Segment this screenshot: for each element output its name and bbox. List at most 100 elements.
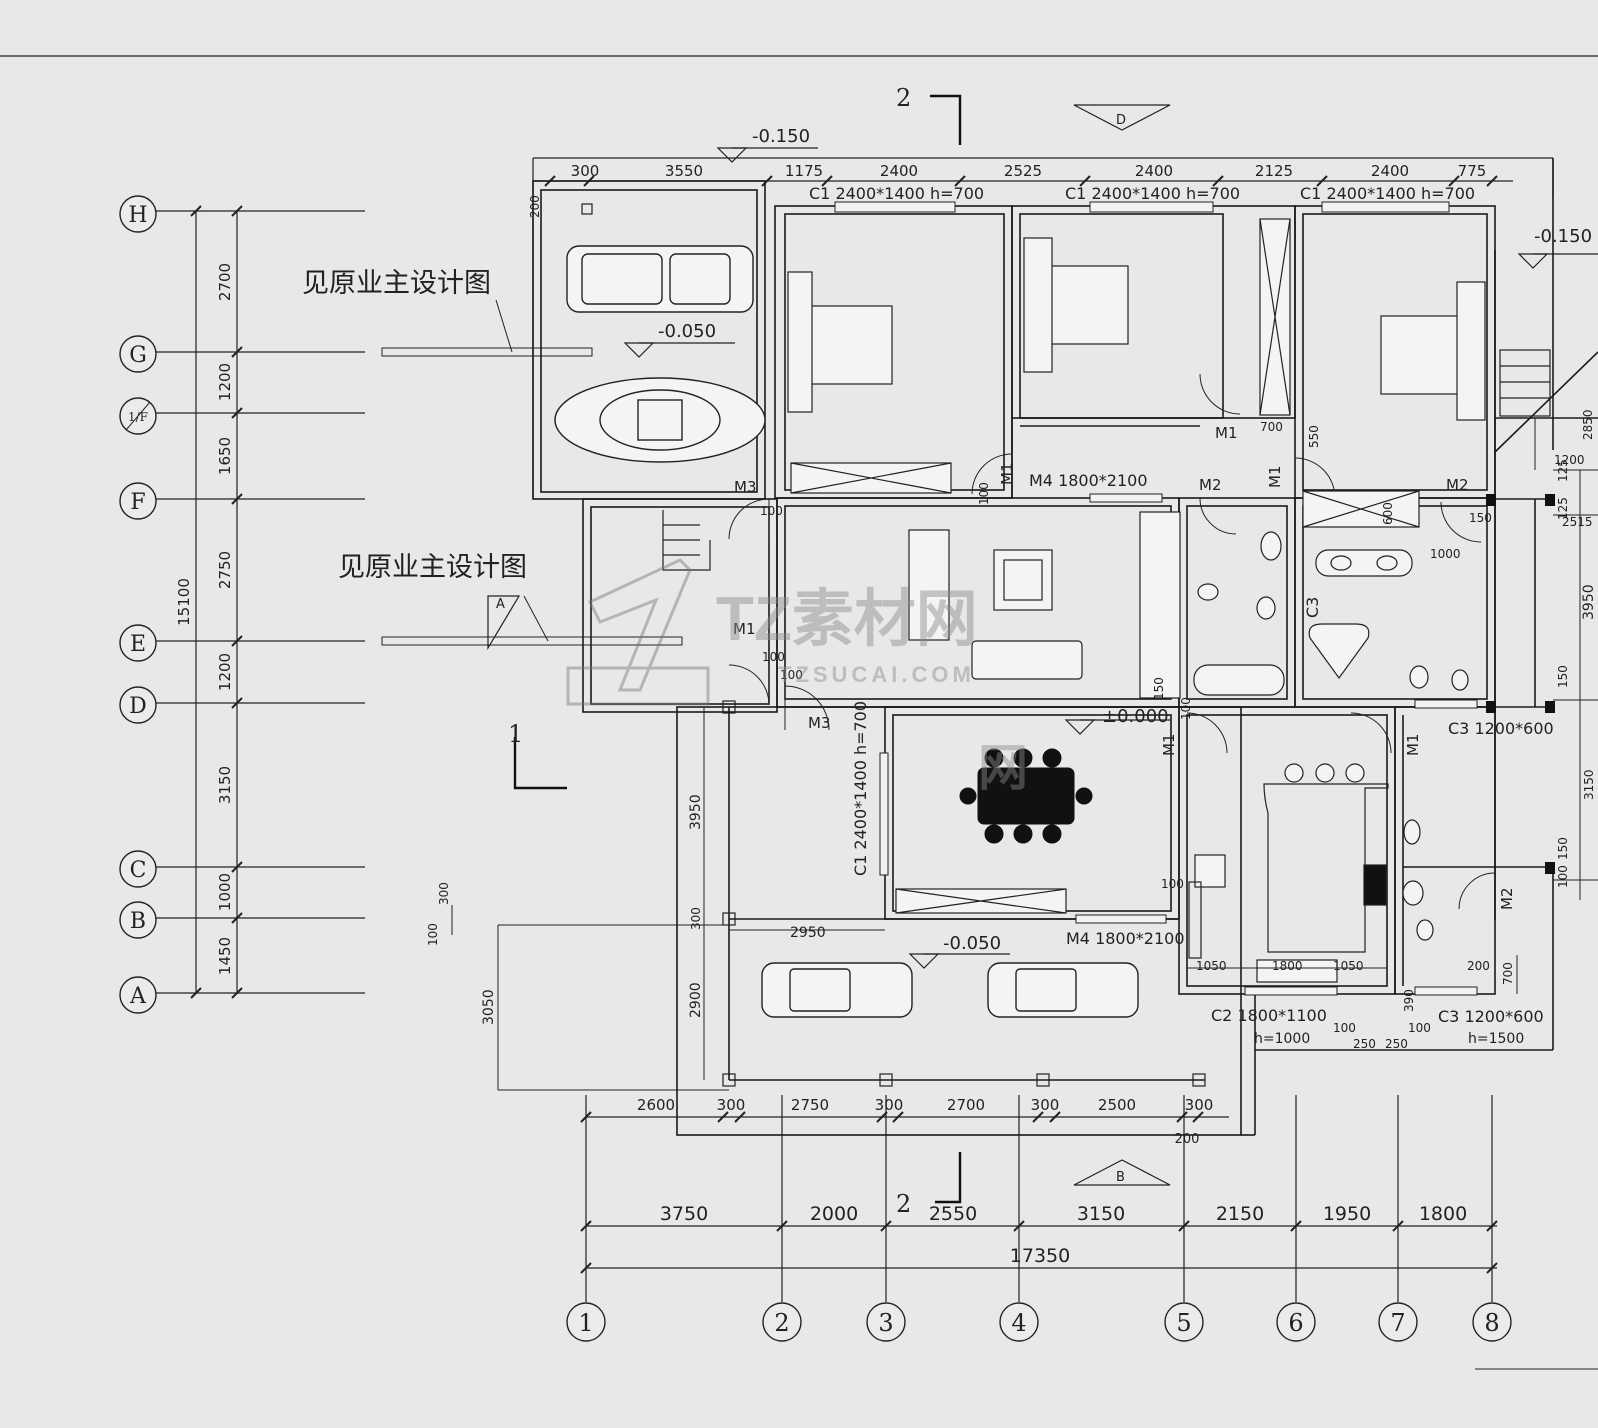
dim-bottom-2750: 2750: [791, 1096, 829, 1114]
dim-125b: 125: [1556, 497, 1570, 520]
grid-row-bubbles: [119, 195, 157, 1014]
axis-label-D: D: [129, 694, 147, 719]
dim-200a: 200: [528, 195, 542, 218]
dim-top-3550: 3550: [665, 162, 703, 180]
dim-bottom-300d: 300: [1185, 1096, 1214, 1114]
section-1: 1: [508, 720, 523, 748]
bottom-axis-system: [580, 1095, 1498, 1302]
grid-col-labels: 1 2 3 4 5 6 7 8: [578, 1309, 1499, 1337]
dim-top-2400c: 2400: [1371, 162, 1409, 180]
dim-2950: 2950: [790, 925, 826, 941]
dim-axis-total: 17350: [1010, 1245, 1070, 1267]
dim-axis-2000: 2000: [810, 1203, 858, 1225]
dim-550: 550: [1307, 425, 1321, 448]
door-m1-d: M1: [1266, 466, 1284, 489]
axis-dimension-texts: 3750 2000 2550 3150 2150 1950 1800 17350: [660, 1203, 1467, 1267]
axis-label-5: 5: [1176, 1309, 1191, 1337]
dim-100a: 100: [760, 504, 783, 518]
opening-labels: C1 2400*1400 h=700 C1 2400*1400 h=700 C1…: [809, 184, 1554, 1047]
door-m2-b: M2: [1446, 476, 1469, 494]
dim-100e: 100: [1179, 697, 1193, 720]
door-m2-c: M2: [1498, 888, 1516, 911]
furniture: [662, 218, 1551, 983]
dim-100f: 100: [1556, 865, 1570, 888]
view-b-label: B: [1116, 1170, 1125, 1185]
dim-100h: 100: [1333, 1021, 1356, 1035]
dim-3950-right: 3950: [1581, 584, 1597, 620]
carport-posts: [581, 203, 1206, 1087]
door-m1-a: M1: [733, 620, 756, 638]
dim-1050a: 1050: [1196, 959, 1227, 973]
owner-notes: 见原业主设计图 见原业主设计图: [302, 268, 527, 583]
axis-bubble-D: [119, 686, 157, 724]
axis-bubble-6: [1276, 1302, 1316, 1342]
dim-axis-3150: 3150: [1077, 1203, 1125, 1225]
level-right: -0.150: [1534, 226, 1592, 247]
dim-150c: 150: [1556, 837, 1570, 860]
dim-left-2700: 2700: [216, 263, 234, 301]
dim-left-1450: 1450: [216, 937, 234, 975]
watermark-brand: TZ素材网: [716, 585, 978, 654]
dim-700b: 700: [1501, 962, 1515, 985]
dim-200b: 200: [1467, 959, 1490, 973]
dining-table: [959, 748, 1093, 844]
door-m3-b: M3: [808, 714, 831, 732]
axis-bubble-1F-slash: [125, 401, 151, 431]
window-c1-c: C1 2400*1400 h=700: [1300, 184, 1475, 203]
dim-bottom-300b: 300: [875, 1096, 904, 1114]
axis-label-F: F: [130, 490, 145, 515]
carport-cars: [761, 962, 1139, 1018]
dim-1050b: 1050: [1333, 959, 1364, 973]
watermark-mark: 网: [978, 740, 1028, 796]
columns: [1486, 494, 1555, 874]
axis-bubble-C: [119, 850, 157, 888]
window-c3-bottom-h: h=1500: [1468, 1031, 1524, 1047]
section-marks: [513, 94, 962, 1204]
axis-label-A: A: [129, 984, 147, 1009]
dim-100j: 100: [426, 923, 440, 946]
window-c1-vertical: C1 2400*1400 h=700: [851, 701, 870, 876]
axis-bubble-8: [1472, 1302, 1512, 1342]
carport-dimension-lines: [451, 707, 1518, 1091]
dim-axis-3750: 3750: [660, 1203, 708, 1225]
axis-label-H: H: [128, 203, 147, 228]
dim-3950-left: 3950: [688, 794, 704, 830]
dim-left-1650: 1650: [216, 437, 234, 475]
dim-bottom-2700: 2700: [947, 1096, 985, 1114]
dim-125a: 125: [1556, 459, 1570, 482]
axis-bubble-2: [762, 1302, 802, 1342]
level-texts: -0.150 -0.150 -0.050 ±0.000 -0.050: [658, 126, 1592, 954]
dim-300b: 300: [437, 882, 451, 905]
dim-left-3150: 3150: [216, 766, 234, 804]
level-garage: -0.050: [658, 321, 716, 342]
dim-250b: 250: [1385, 1037, 1408, 1051]
dim-150b: 150: [1556, 665, 1570, 688]
dim-left-total: 15100: [175, 578, 193, 626]
axis-label-4: 4: [1011, 1309, 1026, 1337]
dim-150d: 150: [1152, 677, 1166, 700]
note-owner-design-2: 见原业主设计图: [338, 552, 527, 583]
door-m4-bottom: M4 1800*2100: [1066, 929, 1185, 948]
axis-label-E: E: [130, 632, 146, 657]
small-dimension-texts: 700 550 600 150 1000 100 100 100 100 100…: [426, 195, 1597, 1051]
dim-top-2400a: 2400: [880, 162, 918, 180]
dim-100g: 100: [1161, 877, 1184, 891]
door-m1-b: M1: [998, 463, 1016, 486]
door-m3-a: M3: [734, 478, 757, 496]
door-m4-top: M4 1800*2100: [1029, 471, 1148, 490]
dim-top-775: 775: [1458, 162, 1487, 180]
dim-150a: 150: [1469, 511, 1492, 525]
dim-top-2125: 2125: [1255, 162, 1293, 180]
dim-100i: 100: [1408, 1021, 1431, 1035]
window-c1-a: C1 2400*1400 h=700: [809, 184, 984, 203]
window-c1-b: C1 2400*1400 h=700: [1065, 184, 1240, 203]
watermark: TZ素材网 TZSUCAI.COM 网: [566, 558, 1028, 796]
axis-label-2: 2: [774, 1309, 789, 1337]
dim-axis-2150: 2150: [1216, 1203, 1264, 1225]
dim-left-1200b: 1200: [216, 653, 234, 691]
axis-label-3: 3: [878, 1309, 893, 1337]
axis-label-1F: 1/F: [128, 410, 148, 424]
axis-bubble-B: [119, 901, 157, 939]
right-dimension-lines: [1534, 418, 1598, 900]
axis-bubble-E: [119, 624, 157, 662]
